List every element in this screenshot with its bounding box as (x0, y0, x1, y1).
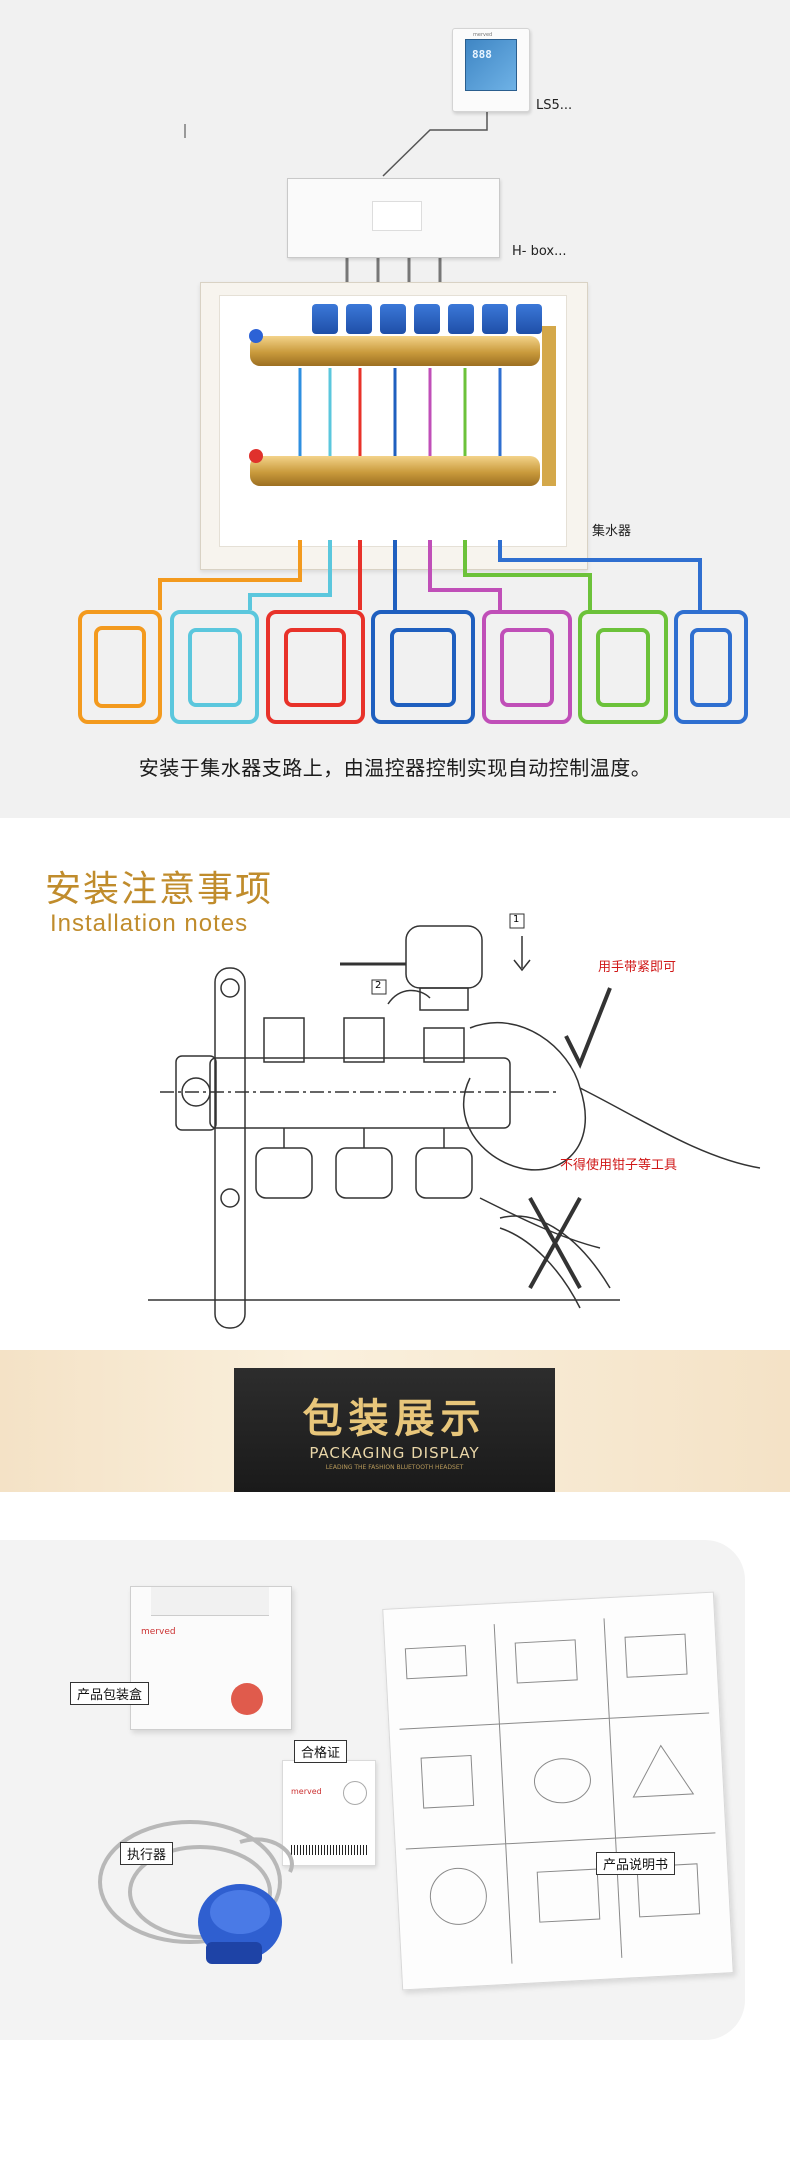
packaging-display-section: merved 产品包装盒 merved 合格证 执行器 产品说明书 (0, 1492, 790, 2163)
thermostat-label: LS5... (536, 98, 573, 113)
hand-tighten-note: 用手带紧即可 (598, 960, 677, 975)
actuator-head (516, 304, 542, 334)
manifold-branch-lines (249, 326, 556, 486)
banner-tiny-text: LEADING THE FASHION BLUETOOTH HEADSET (325, 1464, 464, 1471)
box-brand: merved (141, 1627, 176, 1637)
supply-manifold-bar (250, 336, 540, 366)
banner-card: 包装展示 PACKAGING DISPLAY LEADING THE FASHI… (234, 1368, 555, 1492)
installation-drawing (148, 913, 761, 1329)
cabinet-inner (219, 295, 567, 547)
packaging-banner: 包装展示 PACKAGING DISPLAY LEADING THE FASHI… (0, 1350, 790, 1492)
actuator-head (346, 304, 372, 334)
system-caption: 安装于集水器支路上，由温控器控制实现自动控制温度。 (138, 756, 652, 780)
step-1-badge: 1 (513, 914, 520, 925)
notes-title: 安装注意事项 (45, 869, 274, 910)
manifold-cabinet (200, 282, 588, 570)
actuator-head (414, 304, 440, 334)
thermostat-screen: 888 (465, 39, 517, 91)
hbox-label: H- box... (512, 244, 567, 259)
actuator-head (312, 304, 338, 334)
wiring-lines (184, 110, 488, 290)
box-hanger (151, 1587, 269, 1616)
banner-subtitle: PACKAGING DISPLAY (309, 1444, 480, 1462)
thermostat-brand: merved (473, 32, 493, 38)
box-seal-icon (231, 1683, 263, 1715)
thermostat-readout: 888 (472, 48, 492, 61)
banner-title: 包装展示 (302, 1396, 487, 1442)
actuator-product (98, 1820, 294, 1964)
actuator-head (482, 304, 508, 334)
certificate-tag: 合格证 (294, 1740, 348, 1763)
floor-heating-loops (78, 540, 748, 724)
no-tools-note: 不得使用钳子等工具 (560, 1158, 678, 1173)
actuator-head (380, 304, 406, 334)
return-manifold-bar (250, 456, 540, 486)
manual-illustrations (399, 1618, 716, 1964)
cert-seal-icon (343, 1781, 367, 1805)
installation-notes-section: 安装注意事项 Installation notes (0, 818, 790, 1350)
cert-barcode (291, 1845, 367, 1855)
product-box: merved (130, 1586, 292, 1730)
certificate-card: merved (282, 1760, 376, 1866)
notes-subtitle: Installation notes (50, 910, 249, 937)
actuator-head (448, 304, 474, 334)
hbox-controller (287, 178, 500, 258)
hbox-label-plate (372, 201, 422, 231)
instruction-manual (382, 1591, 734, 1991)
step-2-badge: 2 (375, 980, 382, 991)
box-tag: 产品包装盒 (70, 1682, 150, 1705)
cert-brand: merved (291, 1787, 322, 1796)
manual-tag: 产品说明书 (596, 1852, 676, 1875)
thermostat: merved 888 (452, 28, 530, 112)
actuator-tag: 执行器 (120, 1842, 174, 1865)
manifold-label: 集水器 (592, 524, 632, 539)
actuator-head-icon (198, 1884, 282, 1964)
system-diagram-section: merved 888 LS5... H- box... (0, 0, 790, 818)
